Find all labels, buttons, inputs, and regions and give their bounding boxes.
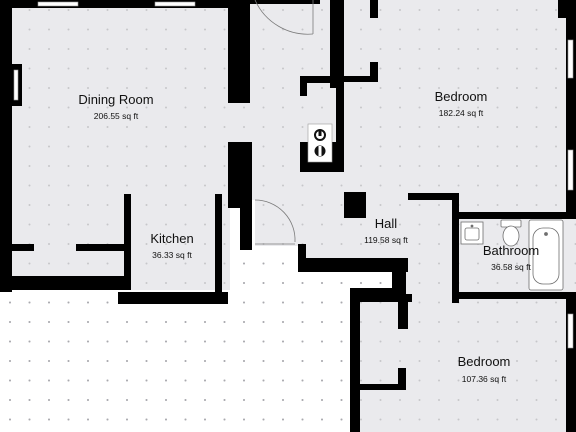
room-labels: Dining Room 206.55 sq ft Bedroom 182.24 …	[78, 89, 539, 384]
doors	[254, 0, 314, 245]
windows	[13, 1, 574, 349]
wall	[566, 18, 576, 214]
wall	[452, 292, 576, 299]
wall	[566, 299, 576, 432]
window	[37, 1, 79, 7]
wall	[0, 0, 12, 64]
water-heater-icon	[307, 123, 333, 163]
room-area-hall: 119.58 sq ft	[364, 235, 408, 245]
window	[154, 1, 196, 7]
window	[567, 149, 574, 191]
wall	[215, 194, 222, 300]
wall	[344, 192, 366, 218]
window	[567, 39, 574, 79]
window	[13, 69, 19, 101]
wall	[350, 288, 360, 432]
wall	[0, 64, 22, 106]
wall	[360, 384, 404, 390]
door-swing	[254, 199, 296, 243]
wall	[398, 295, 408, 329]
room-name-hall: Hall	[375, 216, 398, 231]
wall	[124, 194, 131, 290]
wall	[452, 212, 576, 219]
room-name-bedroom-top: Bedroom	[435, 89, 488, 104]
sink-icon	[460, 221, 484, 245]
wall	[240, 142, 252, 250]
wall	[350, 288, 406, 302]
wall	[228, 0, 240, 103]
room-name-bathroom: Bathroom	[483, 243, 539, 258]
room-area-bathroom: 36.58 sq ft	[491, 262, 531, 272]
wall	[0, 106, 12, 292]
wall	[300, 76, 307, 96]
wall	[336, 80, 344, 172]
door-swing	[254, 0, 314, 35]
wall	[404, 294, 412, 302]
room-area-bedroom-bottom: 107.36 sq ft	[462, 374, 507, 384]
wall	[398, 368, 406, 390]
bathtub-icon	[528, 219, 564, 291]
wall	[0, 0, 240, 8]
wall	[0, 276, 130, 290]
wall	[298, 258, 408, 272]
room-area-bedroom-top: 182.24 sq ft	[439, 108, 484, 118]
room-name-dining-room: Dining Room	[78, 92, 153, 107]
wall	[228, 142, 240, 208]
wall	[370, 0, 378, 18]
wall	[298, 244, 306, 270]
room-name-bedroom-bottom: Bedroom	[458, 354, 511, 369]
room-area-kitchen: 36.33 sq ft	[152, 250, 192, 260]
toilet-icon	[500, 219, 522, 247]
wall	[250, 0, 320, 4]
window	[567, 313, 574, 349]
room-area-dining-room: 206.55 sq ft	[94, 111, 139, 121]
wall	[12, 244, 34, 251]
wall	[452, 193, 459, 303]
wall	[558, 0, 576, 18]
wall	[300, 76, 344, 83]
wall	[330, 0, 344, 88]
wall	[76, 244, 126, 251]
wall	[408, 193, 458, 200]
wall	[118, 292, 228, 304]
room-name-kitchen: Kitchen	[150, 231, 193, 246]
wall	[240, 0, 250, 103]
wall	[370, 62, 378, 82]
wall	[344, 76, 378, 82]
